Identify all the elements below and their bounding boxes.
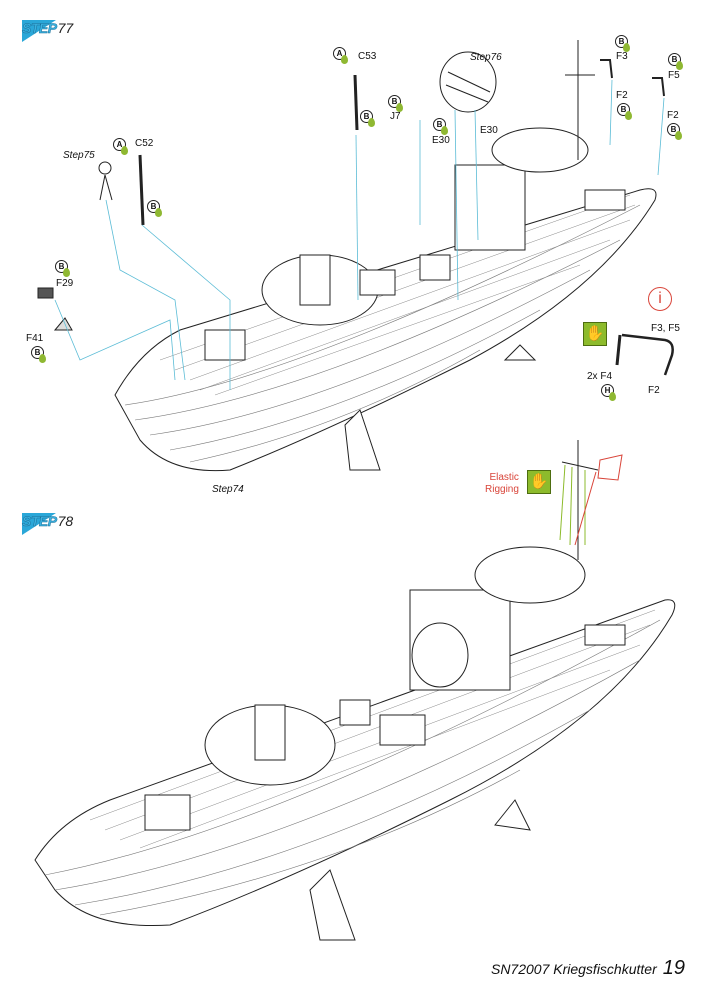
glue-icon: [155, 208, 162, 217]
gun-step77: [299, 254, 331, 306]
part-j7-label: J7: [390, 111, 401, 122]
glue-icon: [441, 126, 448, 135]
guide-lines: [54, 79, 665, 390]
part-f29-label: F29: [56, 278, 74, 289]
ref-step76: Step76: [470, 52, 502, 63]
detail-f3-f5-label: F3, F5: [651, 323, 680, 334]
ship-hull-step78: [34, 599, 676, 927]
glue-icon: [623, 43, 630, 52]
part-c52: [138, 154, 145, 226]
part-e30-label: E30: [480, 125, 498, 136]
step-77-header: STEP77: [22, 20, 73, 42]
part-f2-label: F2: [616, 90, 628, 101]
stand-step77: [344, 409, 381, 471]
sprue-b-badge: B: [388, 95, 401, 108]
glue-icon: [368, 118, 375, 127]
step-78-header: STEP78: [22, 513, 73, 535]
ref-step75: Step75: [63, 150, 95, 161]
glue-icon: [676, 61, 683, 70]
elastic-rigging-lines: [559, 464, 597, 546]
glue-icon: [609, 392, 616, 401]
hand-bend-icon: ✋: [583, 322, 607, 346]
part-e30-label: E30: [432, 135, 450, 146]
glue-icon: [675, 131, 682, 140]
hull-planking-step77: [124, 204, 641, 463]
wheelhouse-step77: [454, 164, 526, 251]
glue-icon: [121, 146, 128, 155]
flag: [597, 454, 623, 481]
part-f3-label: F3: [616, 51, 628, 62]
gun-tub-aft-step77: [491, 127, 589, 173]
glue-icon: [341, 55, 348, 64]
part-f41-label: F41: [26, 333, 44, 344]
page-number: 19: [662, 957, 685, 979]
part-c53: [353, 74, 359, 131]
hull-planking-step78: [44, 619, 661, 916]
kit-title: SN72007 Kriegsfischkutter: [490, 961, 657, 977]
stand-step78: [309, 869, 356, 941]
ship-hull-step77: [114, 188, 657, 472]
life-raft-mounted: [411, 622, 469, 688]
glue-icon: [396, 103, 403, 112]
detail-f4-label: 2x F4: [587, 371, 613, 382]
hand-rigging-icon: ✋: [527, 470, 551, 494]
part-f2-label: F2: [667, 110, 679, 121]
gun-tub-aft-step78: [474, 546, 586, 604]
glue-icon: [39, 354, 46, 363]
detail-f2-label: F2: [648, 385, 660, 396]
ref-step74: Step74: [212, 484, 244, 495]
part-c52-label: C52: [135, 138, 154, 149]
info-icon: i: [648, 287, 672, 311]
glue-icon: [625, 111, 632, 120]
elastic-rigging-label: Elastic Rigging: [485, 472, 519, 495]
page-footer: SN72007 Kriegsfischkutter 19: [491, 957, 685, 980]
part-f5-label: F5: [668, 70, 680, 81]
part-c53-label: C53: [358, 51, 377, 62]
glue-icon: [63, 268, 70, 277]
